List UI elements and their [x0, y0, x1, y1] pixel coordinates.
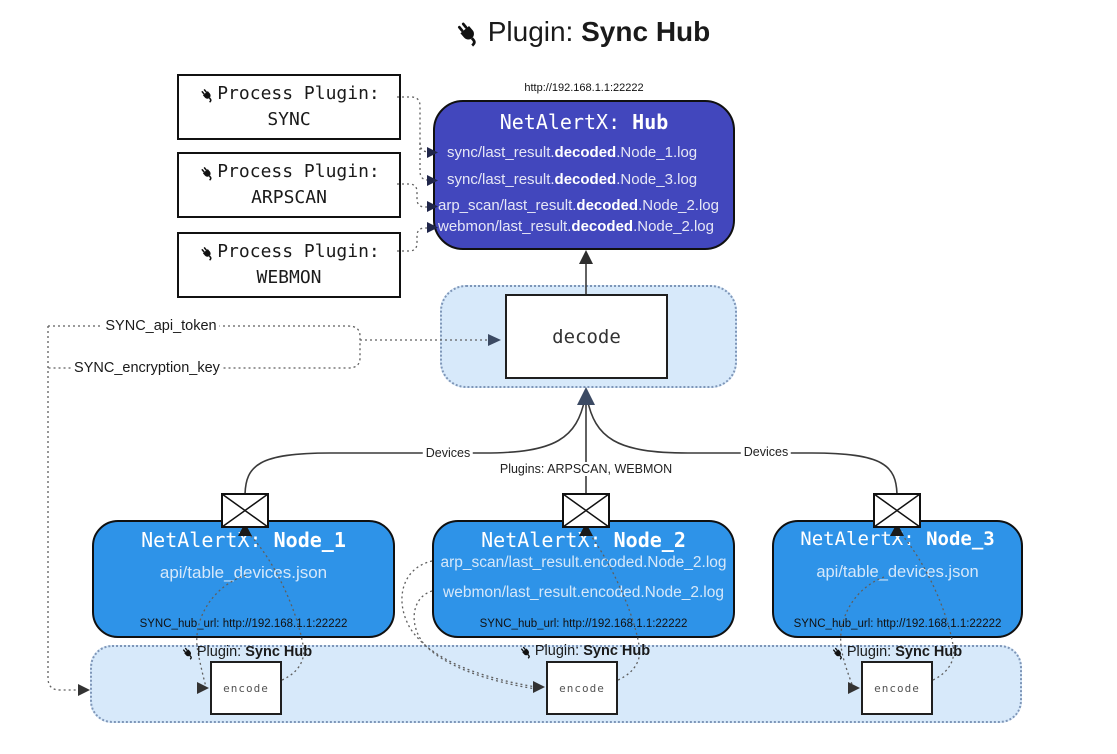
node-1-title: NetAlertX: Node_1 — [141, 528, 346, 552]
plug-icon — [457, 22, 476, 47]
sync-api-token-label: SYNC_api_token — [102, 318, 220, 334]
node-2-file: arp_scan/last_result.encoded.Node_2.log — [440, 554, 727, 571]
plugins-label-center: Plugins: ARPSCAN, WEBMON — [496, 462, 676, 476]
link-sync-row2 — [419, 143, 430, 181]
decode-label: decode — [552, 325, 621, 348]
process-plugin-arpscan: Process Plugin: ARPSCAN — [177, 152, 401, 218]
plug-icon — [520, 646, 530, 659]
hub-title-name: Hub — [632, 110, 669, 134]
node-2-file: webmon/last_result.encoded.Node_2.log — [443, 584, 724, 601]
devices-label-right: Devices — [740, 445, 792, 459]
devices-label-left: Devices — [422, 446, 474, 460]
edge-node1-decode — [244, 397, 586, 495]
link-config-down — [47, 326, 78, 691]
hub-log-row: sync/last_result.decoded.Node_3.log — [447, 171, 698, 188]
hub-url-label: http://192.168.1.1:22222 — [524, 82, 644, 94]
process-plugin-webmon: Process Plugin: WEBMON — [177, 232, 401, 298]
node-1-hub-url: SYNC_hub_url: http://192.168.1.1:22222 — [139, 618, 348, 630]
hub-log-row: webmon/last_result.decoded.Node_2.log — [438, 218, 714, 235]
encode-box-3: encode — [861, 661, 933, 715]
link-sync-row1 — [397, 96, 430, 153]
sync-encryption-key-label: SYNC_encryption_key — [71, 360, 223, 376]
link-webmon-row4 — [397, 227, 429, 252]
process-plugin-name: ARPSCAN — [251, 187, 327, 208]
process-plugin-name: SYNC — [267, 109, 311, 130]
arrowhead-into-hub — [579, 250, 593, 264]
bottom-plugin-label-3: Plugin: Sync Hub — [830, 644, 962, 660]
bottom-plugin-label-2: Plugin: Sync Hub — [518, 643, 650, 659]
plug-icon — [201, 166, 212, 181]
node-2-title: NetAlertX: Node_2 — [481, 528, 686, 552]
decode-box: decode — [505, 294, 668, 379]
arrowhead-into-decode — [577, 387, 595, 405]
node-3-file: api/table_devices.json — [816, 563, 979, 581]
plug-icon — [182, 647, 192, 660]
plug-icon — [201, 88, 212, 103]
process-plugin-sync: Process Plugin: SYNC — [177, 74, 401, 140]
bottom-plugin-label-1: Plugin: Sync Hub — [180, 644, 312, 660]
node-3-title: NetAlertX: Node_3 — [800, 528, 995, 550]
process-plugin-name: WEBMON — [256, 267, 322, 288]
hub-log-row: arp_scan/last_result.decoded.Node_2.log — [438, 197, 719, 214]
title-prefix: Plugin: — [487, 16, 574, 47]
encode-box-1: encode — [210, 661, 282, 715]
hub-title-prefix: NetAlertX: — [499, 110, 621, 134]
plug-icon — [201, 246, 212, 261]
node-3-hub-url: SYNC_hub_url: http://192.168.1.1:22222 — [793, 618, 1002, 630]
title-name: Sync Hub — [581, 16, 711, 47]
node-2-hub-url: SYNC_hub_url: http://192.168.1.1:22222 — [479, 618, 688, 630]
hub-log-row: sync/last_result.decoded.Node_1.log — [447, 144, 698, 161]
encode-box-2: encode — [546, 661, 618, 715]
hub-box — [433, 100, 735, 250]
arrowhead-into-encode-band — [78, 684, 90, 696]
page-title: Plugin: Sync Hub — [452, 16, 711, 48]
link-arpscan-row3 — [397, 183, 429, 208]
plug-icon — [832, 647, 842, 660]
hub-title: NetAlertX: Hub — [433, 110, 735, 134]
node-1-file: api/table_devices.json — [159, 563, 328, 582]
